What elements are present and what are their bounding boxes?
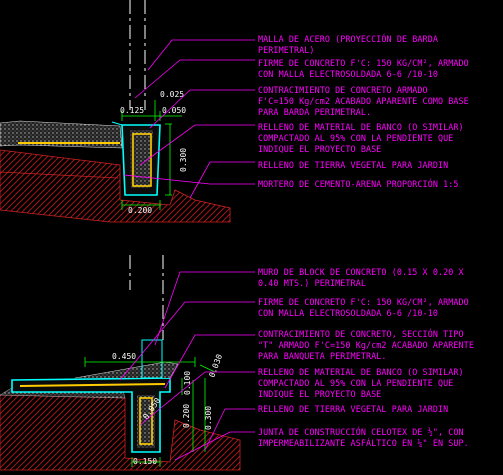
- bottom-note-0-line-1: 0.40 MTS.) PERIMETRAL: [258, 278, 366, 288]
- bottom-note-2-line-0: CONTRACIMIENTO DE CONCRETO, SECCIÓN TIPO: [258, 328, 464, 339]
- dim-top-0125: 0.125: [120, 106, 144, 115]
- bottom-note-5-line-0: JUNTA DE CONSTRUCCIÓN CELOTEX DE ½", CON: [258, 426, 464, 437]
- bottom-note-1-line-0: FIRME DE CONCRETO F'C: 150 KG/CM², ARMAD…: [258, 297, 469, 307]
- dim-bot-0300: 0.300: [204, 406, 213, 430]
- dim-bot-0030: 0.030: [207, 353, 224, 379]
- dim-bot-0100: 0.100: [183, 371, 192, 395]
- bottom-note-1-line-1: CON MALLA ELECTROSOLDADA 6-6 /10-10: [258, 308, 438, 318]
- dim-bot-0200: 0.200: [182, 404, 191, 428]
- bottom-note-2-line-2: PARA BANQUETA PERIMETRAL.: [258, 351, 387, 361]
- dim-top-0025: 0.025: [160, 90, 184, 99]
- top-note-1-line-1: CON MALLA ELECTROSOLDADA 6-6 /10-10: [258, 69, 438, 79]
- top-note-5-line-0: MORTERO DE CEMENTO-ARENA PROPORCIÓN 1:5: [258, 178, 459, 189]
- bottom-section-drawing: [0, 339, 241, 471]
- top-note-3-line-2: INDIQUE EL PROYECTO BASE: [258, 144, 381, 154]
- top-note-2-line-0: CONTRACIMIENTO DE CONCRETO ARMADO: [258, 85, 428, 95]
- bottom-leader-lines: [119, 271, 255, 461]
- bottom-note-3-line-0: RELLENO DE MATERIAL DE BANCO (O SIMILAR): [258, 367, 464, 377]
- top-note-2-line-2: PARA BARDA PERIMETRAL.: [258, 107, 371, 117]
- bottom-note-3-line-1: COMPACTADO AL 95% CON LA PENDIENTE QUE: [258, 378, 453, 388]
- top-leader-lines: [123, 39, 255, 199]
- bottom-notes-group: MURO DE BLOCK DE CONCRETO (0.15 X 0.20 X…: [258, 267, 474, 448]
- top-dimension-lines: [121, 100, 182, 210]
- dim-top-0200: 0.200: [128, 206, 152, 215]
- top-notes-group: MALLA DE ACERO (PROYECCIÓN DE BARDAPERIM…: [258, 33, 469, 189]
- bottom-note-0-line-0: MURO DE BLOCK DE CONCRETO (0.15 X 0.20 X: [258, 267, 464, 277]
- top-note-4-line-0: RELLENO DE TIERRA VEGETAL PARA JARDIN: [258, 160, 448, 170]
- bottom-note-4-line-0: RELLENO DE TIERRA VEGETAL PARA JARDIN: [258, 404, 448, 414]
- top-note-3-line-0: RELLENO DE MATERIAL DE BANCO (O SIMILAR): [258, 122, 464, 132]
- dim-bot-0150: 0.150: [133, 457, 157, 466]
- top-note-3-line-1: COMPACTADO AL 95% CON LA PENDIENTE QUE: [258, 133, 453, 143]
- bottom-dimension-lines: [84, 357, 216, 467]
- top-section-drawing: [0, 120, 231, 223]
- bottom-note-3-line-2: INDIQUE EL PROYECTO BASE: [258, 389, 381, 399]
- top-note-2-line-1: F'C=150 Kg/cm2 ACABADO APARENTE COMO BAS…: [258, 96, 469, 106]
- bottom-note-2-line-1: "T" ARMADO F'C=150 Kg/cm2 ACABADO APAREN…: [258, 340, 474, 350]
- top-dimension-labels: 0.025 0.125 0.050 0.300 0.200: [120, 90, 188, 215]
- top-note-0-line-1: PERIMETRAL): [258, 45, 315, 55]
- dim-top-0300: 0.300: [179, 148, 188, 172]
- dim-top-0050: 0.050: [162, 106, 186, 115]
- top-note-0-line-0: MALLA DE ACERO (PROYECCIÓN DE BARDA: [258, 33, 438, 44]
- axis-lines: [129, 0, 164, 340]
- top-note-1-line-0: FIRME DE CONCRETO F'C: 150 KG/CM², ARMAD…: [258, 58, 469, 68]
- bottom-note-5-line-1: IMPERMEABILIZANTE ASFÁLTICO EN ¼" EN SUP…: [258, 437, 469, 448]
- dim-bot-0450: 0.450: [112, 352, 136, 361]
